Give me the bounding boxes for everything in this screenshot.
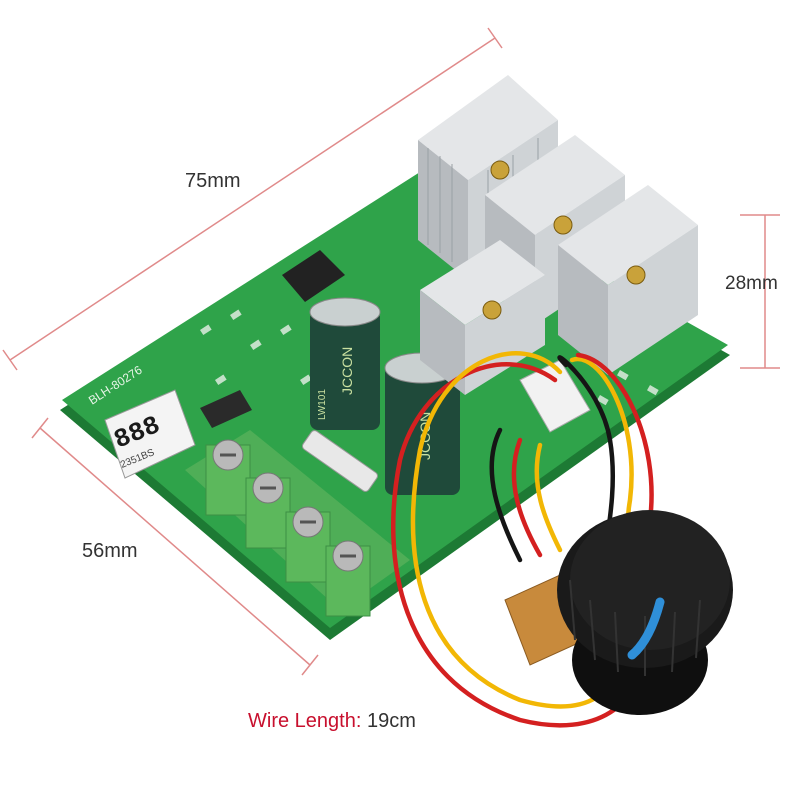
knob-indicator — [627, 597, 665, 660]
width-label: 56mm — [82, 540, 138, 562]
knob-icon — [504, 510, 733, 715]
width-dimension-line — [39, 427, 311, 666]
length-dimension-line — [9, 37, 496, 361]
ic-chip — [200, 390, 252, 428]
wire-length-prefix: Wire Length: — [248, 710, 362, 732]
height-label: 28mm — [725, 273, 778, 294]
wire-length-value: 19cm — [366, 710, 416, 732]
length-label: 75mm — [185, 170, 241, 192]
wire-length-label: Wire Length: 19cm — [248, 710, 416, 733]
capacitor-brand-1: JCCON — [339, 347, 355, 395]
terminal-block-icon — [185, 430, 410, 617]
mosfet-chip — [282, 250, 345, 302]
screw-terminals — [205, 439, 371, 617]
dimension-lines — [2, 27, 780, 676]
capacitor-text: LW101 — [317, 389, 328, 420]
fuse — [301, 430, 379, 492]
wire-connector — [519, 359, 591, 433]
heatsink-icon — [418, 75, 698, 395]
led-display: 888 2351BS — [104, 389, 196, 479]
capacitor-icon: JCCON JCCON LW101 — [309, 297, 460, 495]
